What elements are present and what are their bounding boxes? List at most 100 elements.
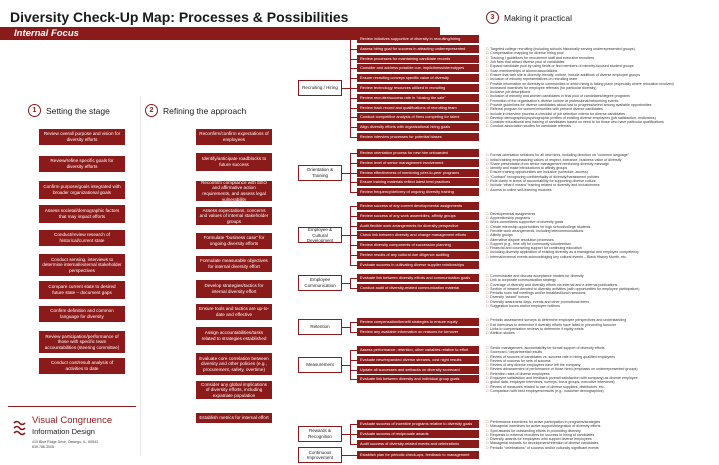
- connector-line: [342, 88, 350, 89]
- practice-text: Expand candidate pool by using fields or…: [490, 64, 634, 69]
- practice-text: Inclusion of minority representatives on…: [490, 77, 578, 82]
- practice-item: □Diversity awareness days, events and ot…: [486, 300, 714, 304]
- step-label: Making it practical: [504, 12, 573, 23]
- check-item: Review results of any cultural due dilig…: [357, 251, 479, 259]
- practice-item: □Links to compensation reviews to determ…: [486, 327, 714, 331]
- checkbox-icon: □: [486, 51, 489, 56]
- practice-item: □Scorecard / departmental results: [486, 350, 714, 354]
- category-box: Continuous Improvement: [298, 447, 342, 463]
- practice-text: Develop demographic/psychographic profil…: [490, 115, 656, 120]
- check-item: Review compensation/benefit strategies t…: [357, 318, 479, 326]
- practice-item: □Provide information on diversity to com…: [486, 82, 714, 86]
- practice-text: Inclusive job descriptions: [490, 90, 531, 95]
- practice-text: Section of intranet devoted to diversity…: [490, 286, 640, 291]
- address-line: 415 Blue Ridge Drive, Oswego, IL, 60543: [32, 440, 99, 444]
- approach-item: Reconfirm/confirm expectations of employ…: [196, 129, 272, 145]
- practice-text: Flexible work arrangements, including te…: [490, 228, 584, 233]
- checkbox-icon: □: [486, 224, 489, 229]
- practice-text: Affinity groups: [490, 233, 513, 238]
- checkbox-icon: □: [486, 115, 489, 120]
- practice-item: □Managerial incentives for active suppor…: [486, 424, 714, 428]
- check-item: Assess performance, retention, other var…: [357, 346, 479, 354]
- checkbox-icon: □: [486, 220, 489, 225]
- practice-item: □Financial and counseling support for co…: [486, 246, 714, 250]
- practice-text: Include in interview process a checklist…: [490, 111, 626, 116]
- practice-text: Managerial rewards for development/reten…: [490, 441, 599, 446]
- stage-item: Review/refine specific goals for diversi…: [39, 156, 125, 172]
- checkbox-icon: □: [486, 237, 489, 242]
- connector-line: [350, 68, 357, 70]
- check-item: Establish plan for periodic check-ups, f…: [357, 451, 479, 459]
- practice-text: global data, employee interviews, survey…: [490, 380, 615, 385]
- checkbox-icon: □: [486, 124, 489, 129]
- checkbox-icon: □: [486, 384, 489, 389]
- practice-item: □Link to corporate communication strateg…: [486, 278, 714, 282]
- practice-text: Internal/external events acknowledging k…: [490, 254, 627, 259]
- stage-item: Review participation/performance of thos…: [39, 331, 125, 353]
- checkbox-icon: □: [486, 211, 489, 216]
- practice-item: □Tracking / guidelines for recruitment s…: [486, 56, 714, 60]
- practice-item: □Diversity “award” honors: [486, 295, 714, 299]
- stage-item: Confirm definition and common language f…: [39, 306, 125, 322]
- practice-item: □Conduct association studies for candida…: [486, 124, 714, 128]
- practice-item: □Support (e.g., time off) for community …: [486, 242, 714, 246]
- checkbox-icon: □: [486, 170, 489, 175]
- connector-line: [350, 137, 357, 138]
- checkbox-icon: □: [486, 286, 489, 291]
- practice-text: Targeted college recruiting (including s…: [490, 47, 635, 52]
- approach-item: Assess expectations, concerns and values…: [196, 207, 272, 225]
- practice-item: □Coverage of diversity and diversity eff…: [486, 283, 714, 287]
- practice-text: Coverage of diversity and diversity effo…: [490, 282, 618, 287]
- checkbox-icon: □: [486, 282, 489, 287]
- connector-line: [350, 322, 357, 323]
- checkbox-icon: □: [486, 120, 489, 125]
- connector-line: [350, 88, 357, 89]
- step-label: Setting the stage: [46, 105, 110, 116]
- connector-line: [342, 326, 350, 328]
- practice-item: □“Contract” recognizing confidentiality …: [486, 175, 714, 179]
- logo-name: Visual Congruence: [32, 415, 113, 426]
- practice-text: Including diversity application of exist…: [490, 250, 639, 255]
- connector-line: [350, 235, 357, 237]
- check-item: Review any available information on reas…: [357, 327, 479, 336]
- practice-text: Diversity “award” honors: [490, 295, 530, 300]
- check-item: Review level of senior management involv…: [357, 158, 479, 167]
- checkbox-icon: □: [486, 246, 489, 251]
- practice-item: □Ensure training opportunities are inclu…: [486, 170, 714, 174]
- practice-item: □Review of why diverse employees have le…: [486, 363, 714, 367]
- practice-item: □Inclusion of minority and women candida…: [486, 94, 714, 98]
- practice-item: □Promotion of the organization's diverse…: [486, 99, 714, 103]
- connector-line: [342, 282, 350, 284]
- checkbox-icon: □: [486, 331, 489, 336]
- practice-item: □Exit interviews to determine if diversi…: [486, 323, 714, 327]
- checkbox-icon: □: [486, 291, 489, 296]
- checkbox-icon: □: [486, 187, 489, 192]
- practice-list: □Periodic assessment surveys to determin…: [486, 318, 714, 335]
- practice-text: Promotion of the organization's diverse …: [490, 98, 619, 103]
- connector-line: [350, 127, 357, 129]
- check-item: Evaluate success of incentive programs r…: [357, 420, 479, 428]
- connector-line: [350, 48, 357, 50]
- practice-text: Provide information on diversity to comm…: [490, 81, 674, 86]
- practice-item: □Include in interview process a checklis…: [486, 112, 714, 116]
- checkbox-icon: □: [486, 183, 489, 188]
- practice-item: □Periodic town hall meetings and/or brea…: [486, 291, 714, 295]
- practice-item: □Spot awards for outstanding efforts in …: [486, 429, 714, 433]
- checkbox-icon: □: [486, 216, 489, 221]
- practice-text: Share presentation from senior managemen…: [490, 161, 610, 166]
- category-box: Measurement: [298, 356, 342, 373]
- checkbox-icon: □: [486, 380, 489, 385]
- check-item: Review diversity components of successio…: [357, 241, 479, 250]
- connector-line: [350, 331, 357, 333]
- checkbox-icon: □: [486, 299, 489, 304]
- stage-item: Compare current state to desired future …: [39, 281, 125, 299]
- check-item: Ensure training materials reflect latest…: [357, 178, 479, 187]
- checkbox-icon: □: [486, 228, 489, 233]
- practice-item: □Create internship opportunities for hig…: [486, 225, 714, 229]
- practice-text: Work committees supportive of diversity …: [490, 220, 564, 225]
- practice-item: □Performance incentives for active parti…: [486, 420, 714, 424]
- checkbox-icon: □: [486, 90, 489, 95]
- approach-item: Consider any global implications of dive…: [196, 381, 272, 399]
- category-box: Recruiting / Hiring: [298, 80, 342, 96]
- practice-item: □Compensation mapping for diverse hiring…: [486, 51, 714, 55]
